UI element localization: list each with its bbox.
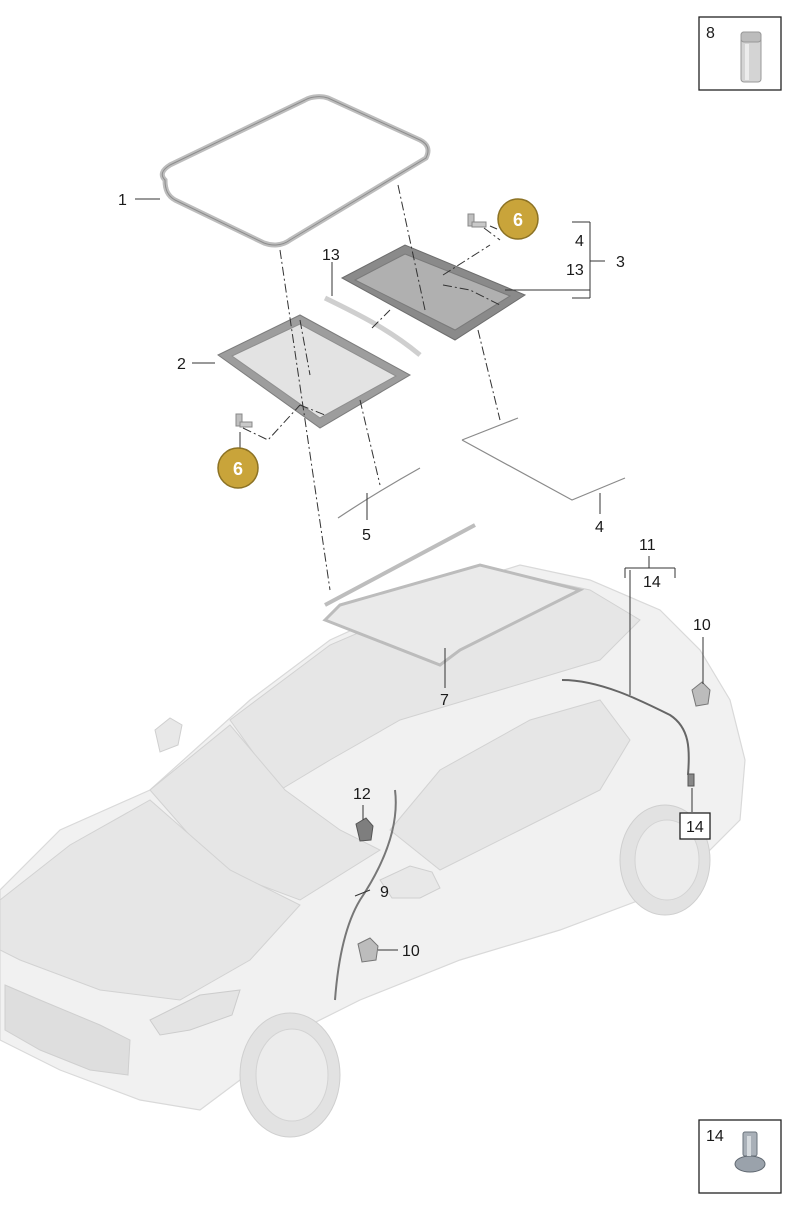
part-1-seal[interactable] [159, 94, 431, 248]
inset-part-14[interactable]: 14 [698, 1119, 782, 1194]
callout-10-front: 10 [402, 943, 420, 960]
callout-1: 1 [118, 192, 127, 209]
vehicle-illustration [0, 564, 746, 1138]
part-11-drain-hose[interactable] [561, 679, 690, 776]
callout-labels: 1 2 3 4 13 13 4 5 7 11 14 10 12 9 10 [118, 192, 711, 960]
leader-lines [135, 198, 704, 951]
sunroof-frame-on-car [322, 523, 585, 667]
part-13-seal-strip[interactable] [323, 295, 422, 357]
part-5-guide-strip[interactable] [337, 467, 421, 519]
callout-11: 11 [639, 537, 656, 554]
part-2-glass-panel[interactable] [217, 314, 412, 429]
callout-6-upper-badge[interactable]: 6 [497, 198, 539, 240]
callout-6-upper-text: 6 [513, 210, 523, 230]
part-4-deflector[interactable] [461, 417, 626, 501]
part-14-valve-on-car[interactable] [687, 773, 695, 787]
inset-part-8[interactable]: 8 [698, 16, 782, 91]
assembly-lines [242, 184, 501, 591]
callout-6-lower-badge[interactable]: 6 [217, 447, 259, 489]
plug-icon [740, 31, 762, 83]
callout-9: 9 [380, 884, 389, 901]
part-9-drain-hose[interactable] [334, 789, 397, 1001]
callout-2: 2 [177, 356, 186, 373]
callout-13-left: 13 [322, 247, 340, 264]
callout-14-bracket: 14 [643, 574, 661, 591]
callout-5: 5 [362, 527, 371, 544]
callout-7: 7 [440, 692, 449, 709]
callout-10-rear: 10 [693, 617, 711, 634]
callout-3: 3 [616, 254, 625, 271]
part-12-clip[interactable] [355, 817, 374, 842]
part-6-screw-lower[interactable] [235, 413, 253, 428]
inset-8-number: 8 [706, 25, 715, 42]
callout-12: 12 [353, 786, 371, 803]
inset-14-number: 14 [706, 1128, 724, 1145]
part-10-clip-front[interactable] [357, 937, 379, 963]
part-3-glass-panel[interactable] [340, 244, 527, 341]
valve-icon [734, 1131, 766, 1173]
callout-4-upper: 4 [575, 233, 584, 250]
part-10-clip-rear[interactable] [691, 681, 711, 707]
callout-13-right: 13 [566, 262, 584, 279]
callout-14-boxed-text: 14 [686, 819, 704, 836]
callout-4-lower: 4 [595, 519, 604, 536]
callout-6-lower-text: 6 [233, 459, 243, 479]
callout-14-boxed[interactable]: 14 [679, 812, 711, 840]
part-6-screw-upper[interactable] [467, 213, 487, 228]
